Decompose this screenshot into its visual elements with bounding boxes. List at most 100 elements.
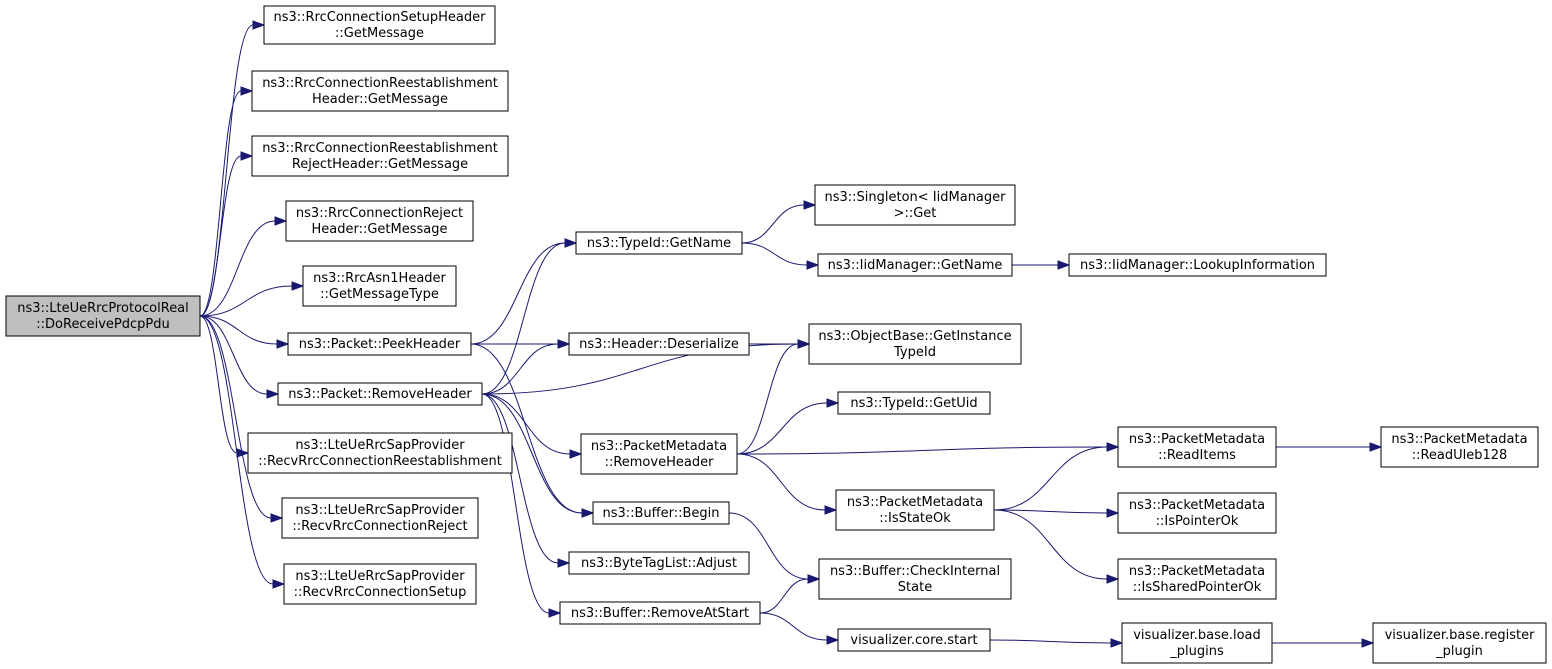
node-packetmetadata-ispointerok[interactable]: ns3::PacketMetadata::IsPointerOk [1117, 492, 1277, 534]
edge-n7-n16 [481, 393, 562, 618]
node-lteuerrcsapprovider-recvrrcconnectionsetup[interactable]: ns3::LteUeRrcSapProvider::RecvRrcConnect… [283, 563, 477, 605]
edge-n7-n15 [481, 393, 571, 568]
node-iidmanager-lookupinformation[interactable]: ns3::IidManager::LookupInformation [1068, 253, 1327, 277]
edge-line [736, 402, 828, 455]
edge-line [993, 509, 1108, 514]
edge-n0-n9 [199, 315, 284, 523]
node-packetmetadata-readitems[interactable]: ns3::PacketMetadata::ReadItems [1117, 426, 1277, 468]
edge-n23-n28 [989, 638, 1124, 648]
edge-line [199, 315, 274, 585]
node-label-line: ns3::LteUeRrcSapProvider [295, 438, 465, 453]
node-iidmanager-getname[interactable]: ns3::IidManager::GetName [817, 253, 1013, 277]
edge-line [481, 393, 571, 455]
edge-line [199, 90, 242, 317]
node-label-line: ns3::LteUeRrcSapProvider [295, 569, 465, 584]
node-label-line: ::IsSharedPointerOk [1133, 580, 1262, 595]
node-label-line: ns3::Buffer::Begin [602, 506, 719, 521]
node-visualizer-core-start[interactable]: visualizer.core.start [837, 628, 991, 652]
edge-arrowhead [824, 505, 838, 515]
edge-line [199, 315, 268, 395]
edge-arrowhead [803, 200, 817, 210]
node-header-deserialize[interactable]: ns3::Header::Deserialize [568, 332, 750, 356]
node-typeid-getuid[interactable]: ns3::TypeId::GetUid [837, 391, 991, 415]
edge-line [470, 343, 583, 514]
node-box [575, 231, 743, 255]
edge-arrowhead [1057, 260, 1071, 270]
node-label-line: Header::GetMessage [311, 222, 447, 237]
edge-arrowhead [272, 579, 286, 589]
node-box [817, 253, 1013, 277]
node-rrcconnectionrejectheader-getmessage[interactable]: ns3::RrcConnectionRejectHeader::GetMessa… [285, 200, 474, 242]
node-visualizer-base-register-plugin[interactable]: visualizer.base.register_plugin [1372, 622, 1547, 664]
node-label-line: ns3::IidManager::GetName [828, 258, 1003, 273]
node-rrcconnectionreestablishmentheader-getmessage[interactable]: ns3::RrcConnectionReestablishmentHeader:… [251, 70, 509, 112]
node-visualizer-base-load-plugins[interactable]: visualizer.base.load_plugins [1121, 622, 1273, 664]
edge-line [199, 315, 238, 454]
node-label-line: Header::GetMessage [312, 92, 448, 107]
node-label-line: ns3::PacketMetadata [1391, 432, 1527, 447]
edge-line [481, 343, 559, 395]
edge-n21-n25 [993, 442, 1120, 511]
node-lteuerrcprotocolreal-doreceivepdcppdu[interactable]: ns3::LteUeRrcProtocolReal::DoReceivePdcp… [5, 295, 201, 337]
edge-n21-n26 [993, 508, 1120, 518]
edge-n13-n21 [736, 453, 838, 515]
edge-n0-n8 [199, 315, 250, 458]
node-box [1380, 426, 1539, 468]
edge-arrowhead [581, 508, 595, 518]
node-typeid-getname[interactable]: ns3::TypeId::GetName [575, 231, 743, 255]
node-label-line: ::GetMessage [335, 26, 424, 41]
node-label-line: ns3::RrcConnectionSetupHeader [273, 10, 486, 25]
node-box [247, 432, 513, 474]
edge-n0-n2 [199, 86, 254, 317]
node-packetmetadata-isstateok[interactable]: ns3::PacketMetadata::IsStateOk [835, 489, 995, 531]
node-label-line: ns3::LteUeRrcProtocolReal [17, 301, 189, 316]
edge-line [199, 315, 278, 345]
node-rrcconnectionreestablishmentrejectheader-getmessage[interactable]: ns3::RrcConnectionReestablishmentRejectH… [251, 135, 509, 177]
node-label-line: TypeId [893, 345, 936, 360]
node-label-line: ns3::Header::Deserialize [579, 337, 739, 352]
edge-arrowhead [557, 339, 571, 349]
node-label-line: _plugin [1435, 644, 1483, 659]
node-buffer-begin[interactable]: ns3::Buffer::Begin [592, 501, 730, 525]
node-box [251, 135, 509, 177]
node-label-line: ns3::TypeId::GetUid [850, 396, 977, 411]
edge-line [470, 242, 566, 345]
node-lteuerrcsapprovider-recvrrcconnectionreestablishment[interactable]: ns3::LteUeRrcSapProvider::RecvRrcConnect… [247, 432, 513, 474]
node-label-line: ns3::PacketMetadata [1129, 564, 1265, 579]
node-box [568, 551, 750, 575]
edge-n13-n20 [736, 398, 840, 455]
node-box [277, 382, 483, 406]
edge-n7-n13 [481, 393, 583, 459]
node-box [808, 323, 1022, 365]
edge-n7-n12 [481, 339, 571, 395]
edge-arrowhead [1110, 638, 1124, 648]
edge-arrowhead [266, 389, 280, 399]
node-packetmetadata-removeheader[interactable]: ns3::PacketMetadata::RemoveHeader [580, 433, 738, 475]
node-packet-removeheader[interactable]: ns3::Packet::RemoveHeader [277, 382, 483, 406]
node-rrcasn1header-getmessagetype[interactable]: ns3::RrcAsn1Header::GetMessageType [302, 265, 457, 307]
node-box [1121, 622, 1273, 664]
node-packet-peekheader[interactable]: ns3::Packet::PeekHeader [287, 332, 472, 356]
node-box [287, 332, 472, 356]
node-bytetaglist-adjust[interactable]: ns3::ByteTagList::Adjust [568, 551, 750, 575]
edge-line [993, 446, 1108, 511]
node-buffer-removeatstart[interactable]: ns3::Buffer::RemoveAtStart [559, 601, 761, 625]
node-packetmetadata-issharedpointerok[interactable]: ns3::PacketMetadata::IsSharedPointerOk [1117, 558, 1277, 600]
node-singleton-iidmanager-get[interactable]: ns3::Singleton< IidManager>::Get [814, 184, 1016, 226]
edge-line [199, 155, 242, 317]
edge-n21-n27 [993, 509, 1120, 584]
edge-line [989, 639, 1112, 644]
node-label-line: visualizer.base.load [1133, 628, 1261, 643]
node-rrcconnectionsetupheader-getmessage[interactable]: ns3::RrcConnectionSetupHeader::GetMessag… [263, 5, 496, 45]
node-label-line: visualizer.core.start [850, 633, 977, 648]
node-label-line: ns3::ObjectBase::GetInstance [818, 329, 1011, 344]
node-label-line: ns3::RrcAsn1Header [313, 271, 446, 286]
edge-line [199, 24, 254, 317]
node-packetmetadata-readuleb128[interactable]: ns3::PacketMetadata::ReadUleb128 [1380, 426, 1539, 468]
node-lteuerrcsapprovider-recvrrcconnectionreject[interactable]: ns3::LteUeRrcSapProvider::RecvRrcConnect… [281, 497, 479, 539]
node-label-line: ns3::Packet::PeekHeader [299, 337, 461, 352]
edge-arrowhead [797, 339, 811, 349]
